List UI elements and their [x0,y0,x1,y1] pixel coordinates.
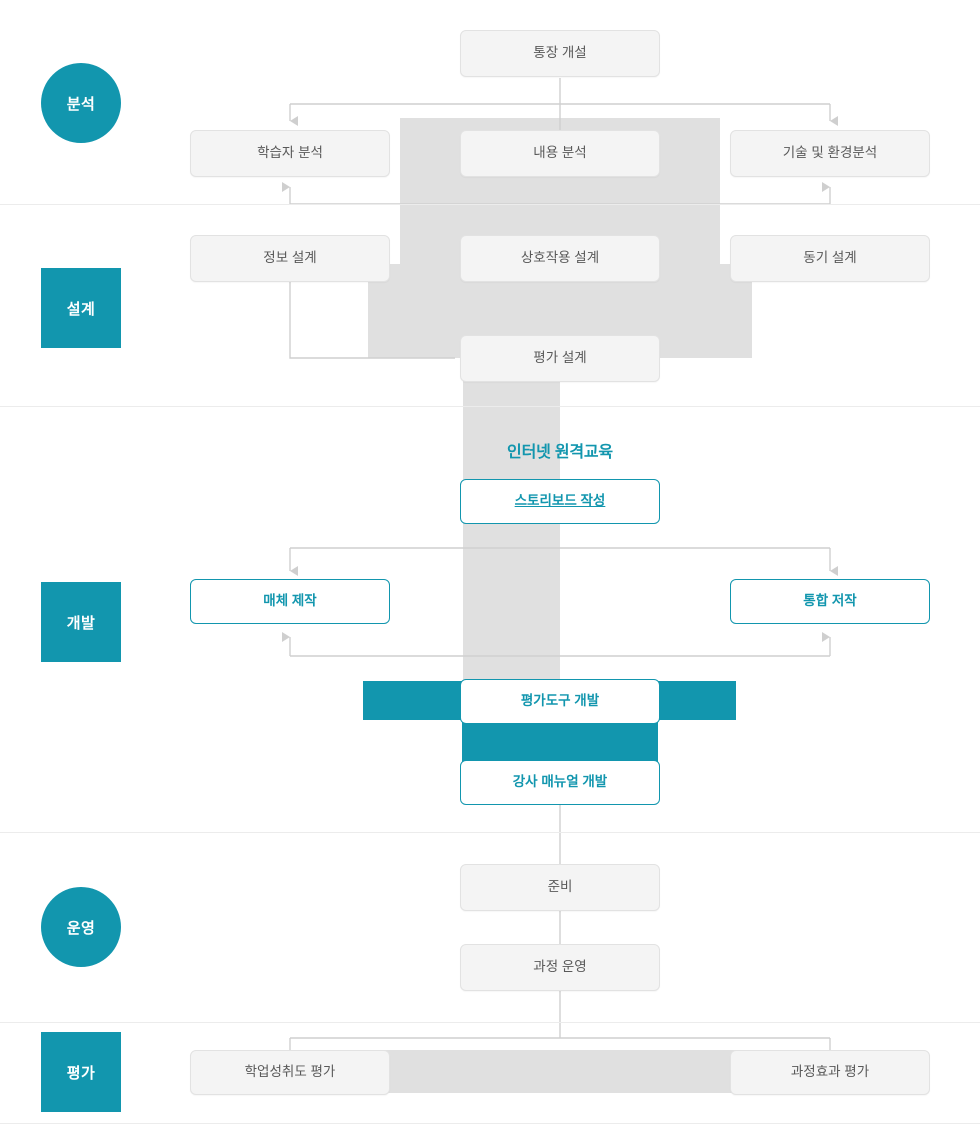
stage-badge-development[interactable]: 개발 [41,582,121,662]
divider-design-development [0,406,980,407]
stage-badge-design[interactable]: 설계 [41,268,121,348]
node-preparation[interactable]: 준비 [460,864,660,911]
node-media-production[interactable]: 매체 제작 [190,579,390,624]
node-motivation-design[interactable]: 동기 설계 [730,235,930,282]
section-caption-internet-distance-education: 인터넷 원격교육 [507,444,613,461]
node-storyboard-label: 스토리보드 작성 [514,493,606,509]
divider-bottom [0,1123,980,1124]
node-content-analysis[interactable]: 내용 분석 [460,130,660,177]
node-info-design[interactable]: 정보 설계 [190,235,390,282]
stage-badge-analysis[interactable]: 분석 [41,63,121,143]
node-course-effect-evaluation[interactable]: 과정효과 평가 [730,1050,930,1095]
node-eval-tool-development[interactable]: 평가도구 개발 [460,679,660,724]
divider-development-operation [0,832,980,833]
node-storyboard[interactable]: 스토리보드 작성 [460,479,660,524]
node-instructor-manual[interactable]: 강사 매뉴얼 개발 [460,760,660,805]
node-tech-env-analysis[interactable]: 기술 및 환경분석 [730,130,930,177]
node-evaluation-design[interactable]: 평가 설계 [460,335,660,382]
divider-analysis-design [0,204,980,205]
line-infodesign-to-evaldesign [289,281,455,359]
teal-slab-connector [462,720,658,762]
node-course-operation[interactable]: 과정 운영 [460,944,660,991]
divider-operation-evaluation [0,1022,980,1023]
stage-badge-evaluation[interactable]: 평가 [41,1032,121,1112]
node-achievement-evaluation[interactable]: 학업성취도 평가 [190,1050,390,1095]
node-integrated-authoring[interactable]: 통합 저작 [730,579,930,624]
stage-badge-operation[interactable]: 운영 [41,887,121,967]
node-account-open[interactable]: 통장 개설 [460,30,660,77]
node-learner-analysis[interactable]: 학습자 분석 [190,130,390,177]
node-interaction-design[interactable]: 상호작용 설계 [460,235,660,282]
